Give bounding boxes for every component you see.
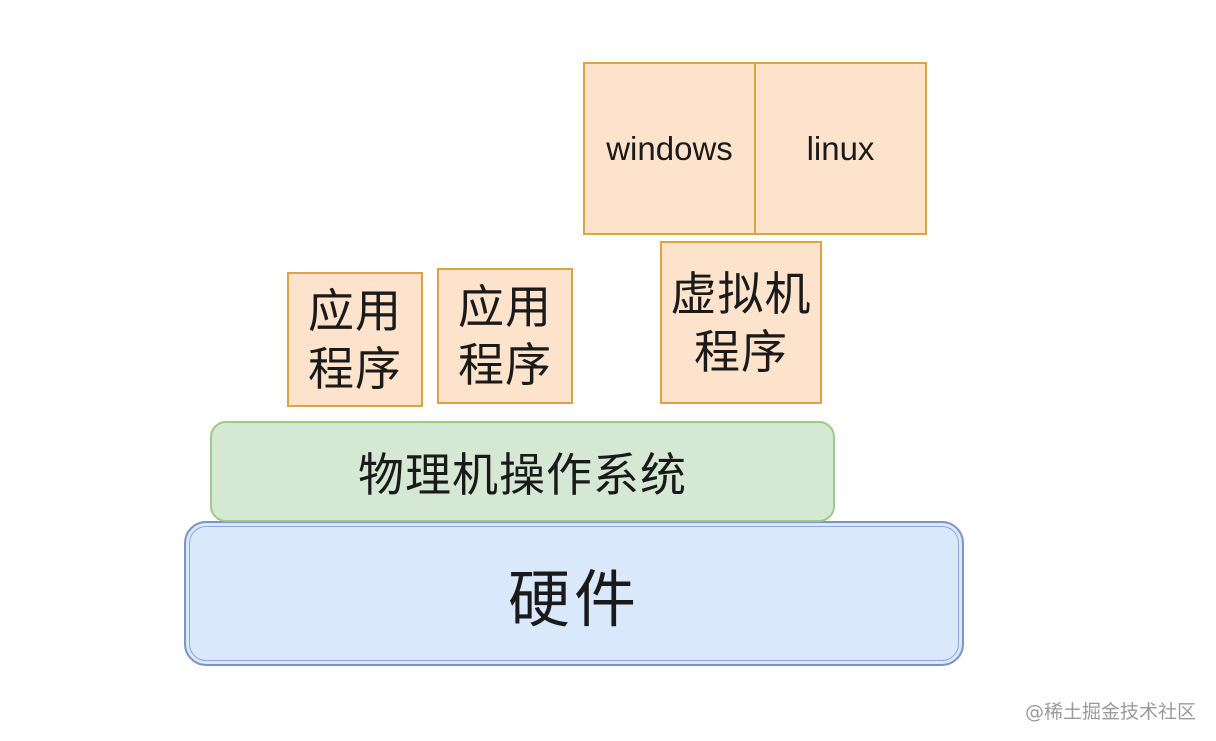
hardware-label: 硬件 <box>507 562 640 636</box>
guest-linux-box: linux <box>754 62 927 235</box>
guest-windows-label: windows <box>606 129 733 167</box>
vm-program-label: 虚拟机 程序 <box>670 266 812 379</box>
application-box-2: 应用 程序 <box>437 268 573 404</box>
application-label-2: 应用 程序 <box>458 280 552 392</box>
watermark: @稀土掘金技术社区 <box>1024 701 1196 723</box>
guest-linux-label: linux <box>806 129 875 167</box>
application-label-1: 应用 程序 <box>308 283 402 396</box>
host-os-layer: 物理机操作系统 <box>210 421 835 522</box>
guest-windows-box: windows <box>583 62 756 235</box>
hardware-layer: 硬件 <box>184 521 964 666</box>
host-os-label: 物理机操作系统 <box>358 447 687 502</box>
vm-program-box: 虚拟机 程序 <box>660 241 822 404</box>
application-box-1: 应用 程序 <box>287 272 423 407</box>
